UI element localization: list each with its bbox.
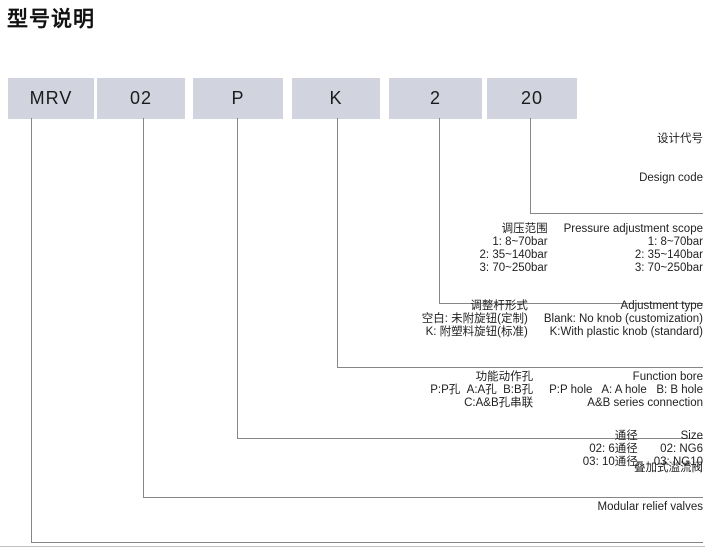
size-header-en: Size [680, 430, 703, 442]
pressure-row-en: 1: 8~70bar [647, 236, 703, 248]
table-row: 3: 70~250bar 3: 70~250bar [480, 262, 703, 275]
table-row: 调压范围 Pressure adjustment scope [480, 223, 703, 236]
leader-line-adjustment [337, 118, 338, 367]
pressure-table: 调压范围 Pressure adjustment scope 1: 8~70ba… [480, 223, 703, 275]
series-name-block: 叠加式溢流阀 Modular relief valves [598, 436, 703, 540]
design-code-block: 设计代号 Design code [639, 107, 703, 211]
leader-line-function-bore [237, 118, 238, 438]
table-row: 功能动作孔 Function bore [430, 371, 703, 384]
table-row: 调整杆形式 Adjustment type [422, 300, 703, 313]
adjustment-block: 调整杆形式 Adjustment type 空白: 未附旋钮(定制) Blank… [422, 274, 703, 365]
size-row-en: 02: NG6 [660, 443, 703, 455]
series-name-en: Modular relief valves [597, 501, 703, 513]
pressure-row-cn: 2: 35~140bar [479, 249, 548, 261]
table-row: 空白: 未附旋钮(定制) Blank: No knob (customizati… [422, 313, 703, 326]
size-header-cn: 通径 [614, 430, 638, 442]
table-row: 2: 35~140bar 2: 35~140bar [480, 249, 703, 262]
function-bore-row-en: P:P hole A: A hole B: B hole [549, 384, 703, 396]
function-bore-row-en: A&B series connection [587, 397, 703, 409]
rule-size [143, 497, 703, 498]
adjustment-row-en: K:With plastic knob (standard) [549, 326, 703, 338]
function-bore-table: 功能动作孔 Function bore P:P孔 A:A孔 B:B孔 P:P h… [430, 371, 703, 410]
model-box-pressure: 2 [389, 78, 482, 119]
rule-footer [31, 542, 703, 543]
page-bottom-border [0, 546, 705, 547]
rule-adjustment [337, 367, 703, 368]
function-bore-header-cn: 功能动作孔 [475, 371, 534, 383]
model-box-adjustment: K [292, 78, 380, 119]
pressure-block: 调压范围 Pressure adjustment scope 1: 8~70ba… [480, 197, 703, 301]
function-bore-header-en: Function bore [632, 371, 703, 383]
table-row: K: 附塑料旋钮(标准) K:With plastic knob (standa… [422, 326, 703, 339]
adjustment-table: 调整杆形式 Adjustment type 空白: 未附旋钮(定制) Blank… [422, 300, 703, 339]
rule-design-code [530, 213, 703, 214]
leader-line-pressure [439, 118, 440, 303]
leader-line-series [31, 118, 32, 542]
table-row: 03: 10通径 03: NG10 [583, 456, 703, 469]
pressure-row-en: 3: 70~250bar [634, 262, 703, 274]
design-code-en: Design code [639, 172, 703, 184]
adjustment-row-cn: K: 附塑料旋钮(标准) [425, 326, 528, 338]
function-bore-row-cn: C:A&B孔串联 [464, 397, 534, 409]
table-row: 通径 Size [583, 430, 703, 443]
adjustment-row-cn: 空白: 未附旋钮(定制) [421, 313, 528, 325]
adjustment-header-en: Adjustment type [620, 300, 703, 312]
design-code-cn: 设计代号 [657, 133, 703, 145]
pressure-header-cn: 调压范围 [501, 223, 548, 235]
pressure-row-en: 2: 35~140bar [634, 249, 703, 261]
series-name-cn: 叠加式溢流阀 [634, 462, 703, 474]
model-box-series: MRV [8, 78, 94, 119]
page-title: 型号说明 [7, 8, 95, 31]
size-block: 通径 Size 02: 6通径 02: NG6 03: 10通径 03: NG1… [583, 404, 703, 495]
table-row: P:P孔 A:A孔 B:B孔 P:P hole A: A hole B: B h… [430, 384, 703, 397]
size-row-cn: 02: 6通径 [589, 443, 638, 455]
model-box-function-bore: P [193, 78, 283, 119]
adjustment-header-cn: 调整杆形式 [470, 300, 528, 312]
model-box-size: 02 [97, 78, 185, 119]
function-bore-row-cn: P:P孔 A:A孔 B:B孔 [430, 384, 534, 396]
rule-pressure [439, 303, 703, 304]
pressure-row-cn: 1: 8~70bar [492, 236, 548, 248]
leader-line-size [143, 118, 144, 497]
table-row: C:A&B孔串联 A&B series connection [430, 397, 703, 410]
table-row: 1: 8~70bar 1: 8~70bar [480, 236, 703, 249]
table-row: 02: 6通径 02: NG6 [583, 443, 703, 456]
size-row-en: 03: NG10 [653, 456, 703, 468]
leader-line-design-code [530, 118, 531, 213]
size-table: 通径 Size 02: 6通径 02: NG6 03: 10通径 03: NG1… [583, 430, 703, 469]
rule-function-bore [237, 438, 703, 439]
model-box-design-code: 20 [487, 78, 577, 119]
function-bore-block: 功能动作孔 Function bore P:P孔 A:A孔 B:B孔 P:P h… [430, 345, 703, 436]
size-row-cn: 03: 10通径 [582, 456, 638, 468]
pressure-row-cn: 3: 70~250bar [479, 262, 548, 274]
adjustment-row-en: Blank: No knob (customization) [543, 313, 703, 325]
pressure-header-en: Pressure adjustment scope [563, 223, 703, 235]
